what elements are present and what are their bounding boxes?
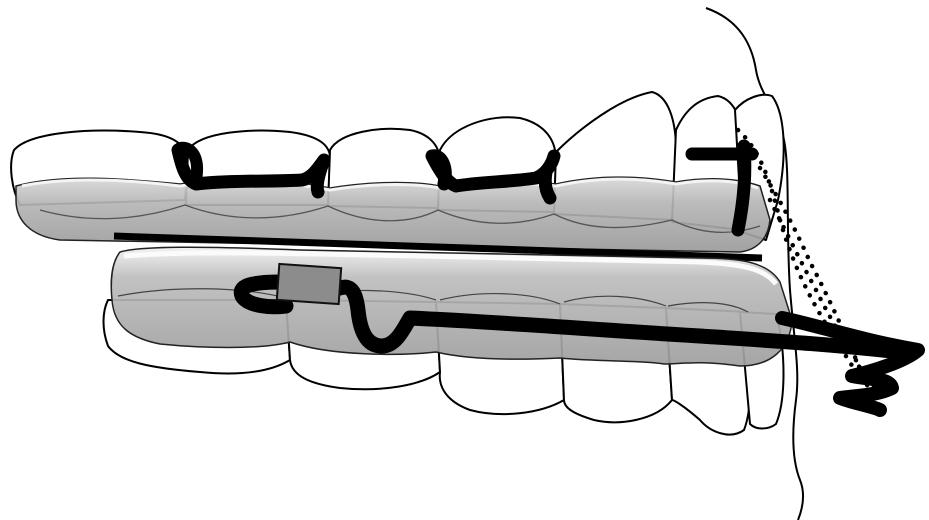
upper-tray (16, 177, 770, 252)
expansion-screw-block (277, 264, 341, 304)
